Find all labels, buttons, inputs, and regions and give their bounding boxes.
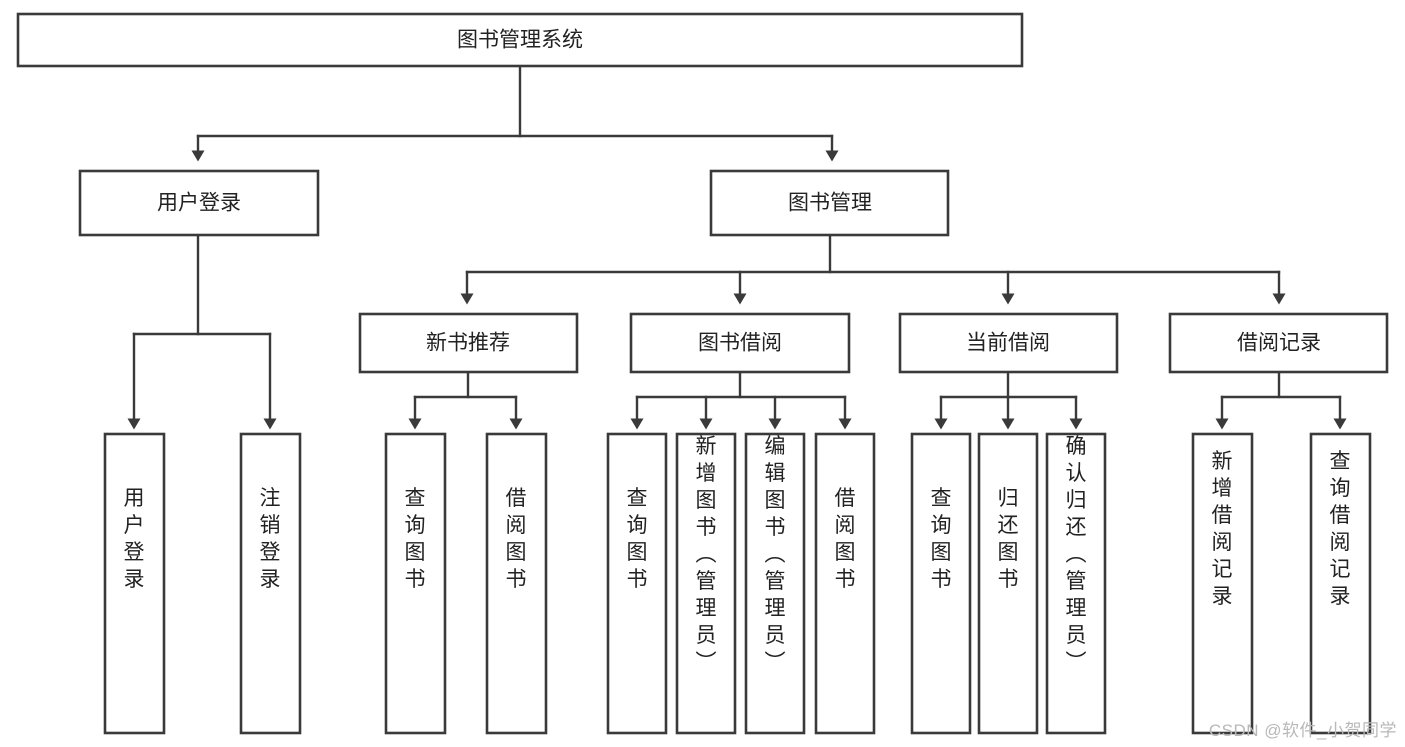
node-leaf-edit-book-admin-rect bbox=[744, 432, 806, 735]
node-leaf-user-login[interactable]: 用户登录 bbox=[103, 432, 166, 735]
node-leaf-edit-book-admin[interactable]: 编辑图书︵管理员︶ bbox=[744, 432, 806, 735]
node-leaf-query-book-a[interactable]: 查询图书 bbox=[384, 432, 447, 735]
node-user-login[interactable]: 用户登录 bbox=[78, 169, 320, 237]
node-leaf-confirm-return-admin-rect bbox=[1045, 432, 1107, 735]
node-leaf-query-book-c[interactable]: 查询图书 bbox=[910, 432, 972, 735]
node-leaf-return-book[interactable]: 归还图书 bbox=[977, 432, 1039, 735]
node-leaf-logout-rect bbox=[239, 432, 302, 735]
node-leaf-add-borrow-record-rect bbox=[1191, 432, 1254, 735]
node-book-management-label: 图书管理 bbox=[788, 192, 872, 215]
node-current-borrow-rect bbox=[898, 312, 1119, 374]
node-leaf-confirm-return-admin-label: 确认归还︵管理员︶ bbox=[1066, 435, 1087, 674]
node-leaf-query-book-b-rect bbox=[606, 432, 668, 735]
node-leaf-user-login-rect bbox=[103, 432, 166, 735]
node-leaf-query-book-a-rect bbox=[384, 432, 447, 735]
connector-group-root-to-level2 bbox=[191, 64, 839, 162]
node-leaf-add-book-admin-label: 新增图书︵管理员︶ bbox=[696, 435, 717, 674]
node-leaf-borrow-book-b-rect bbox=[814, 432, 876, 735]
node-book-borrow[interactable]: 图书借阅 bbox=[629, 312, 851, 374]
node-book-borrow-rect bbox=[629, 312, 851, 374]
connector-group-book-manage-to-level3 bbox=[460, 233, 1286, 305]
node-leaf-logout[interactable]: 注销登录 bbox=[239, 432, 302, 735]
node-leaf-query-book-b-label: 查询图书 bbox=[627, 487, 648, 591]
node-leaf-borrow-book-a[interactable]: 借阅图书 bbox=[485, 432, 548, 735]
node-leaf-borrow-book-b-label: 借阅图书 bbox=[835, 487, 856, 591]
node-leaf-query-book-a-label: 查询图书 bbox=[405, 487, 426, 591]
node-leaf-add-borrow-record-label: 新增借阅记录 bbox=[1212, 450, 1233, 608]
node-book-management-rect bbox=[709, 169, 950, 237]
node-borrow-record-rect bbox=[1168, 312, 1389, 374]
node-leaf-user-login-label: 用户登录 bbox=[124, 487, 145, 591]
node-leaf-return-book-rect bbox=[977, 432, 1039, 735]
connector-group-book-borrow-to-leaves bbox=[630, 370, 852, 430]
node-leaf-borrow-book-b[interactable]: 借阅图书 bbox=[814, 432, 876, 735]
node-book-borrow-label: 图书借阅 bbox=[698, 332, 782, 355]
node-leaf-logout-label: 注销登录 bbox=[260, 487, 281, 591]
node-current-borrow[interactable]: 当前借阅 bbox=[898, 312, 1119, 374]
node-new-book-recommend-label: 新书推荐 bbox=[426, 332, 510, 355]
node-leaf-borrow-book-a-label: 借阅图书 bbox=[506, 487, 527, 591]
node-root-book-management-system[interactable]: 图书管理系统 bbox=[16, 12, 1024, 68]
connector-group-borrow-record-to-leaves bbox=[1215, 370, 1347, 430]
node-leaf-edit-book-admin-label: 编辑图书︵管理员︶ bbox=[765, 435, 786, 674]
node-root-rect bbox=[16, 12, 1024, 68]
node-new-book-recommend-rect bbox=[358, 312, 579, 374]
node-leaf-add-borrow-record[interactable]: 新增借阅记录 bbox=[1191, 432, 1254, 735]
node-root-label: 图书管理系统 bbox=[457, 29, 583, 52]
node-leaf-add-book-admin-rect bbox=[675, 432, 737, 735]
node-new-book-recommend[interactable]: 新书推荐 bbox=[358, 312, 579, 374]
node-leaf-query-book-b[interactable]: 查询图书 bbox=[606, 432, 668, 735]
node-leaf-borrow-book-a-rect bbox=[485, 432, 548, 735]
connector-group-user-login-to-leaves bbox=[127, 233, 277, 430]
node-current-borrow-label: 当前借阅 bbox=[966, 332, 1050, 355]
node-leaf-query-borrow-record-label: 查询借阅记录 bbox=[1330, 450, 1351, 608]
node-borrow-record[interactable]: 借阅记录 bbox=[1168, 312, 1389, 374]
node-user-login-rect bbox=[78, 169, 320, 237]
node-leaf-confirm-return-admin[interactable]: 确认归还︵管理员︶ bbox=[1045, 432, 1107, 735]
node-leaf-query-book-c-rect bbox=[910, 432, 972, 735]
node-borrow-record-label: 借阅记录 bbox=[1237, 332, 1321, 355]
connector-group-current-borrow-to-leaves bbox=[934, 370, 1083, 430]
node-user-login-label: 用户登录 bbox=[157, 192, 241, 215]
connector-group-new-book-recommend-to-leaves bbox=[408, 370, 523, 430]
node-leaf-query-borrow-record-rect bbox=[1309, 432, 1372, 735]
node-leaf-query-book-c-label: 查询图书 bbox=[931, 487, 952, 591]
node-leaf-query-borrow-record[interactable]: 查询借阅记录 bbox=[1309, 432, 1372, 735]
node-leaf-return-book-label: 归还图书 bbox=[998, 487, 1019, 591]
node-book-management[interactable]: 图书管理 bbox=[709, 169, 950, 237]
node-leaf-add-book-admin[interactable]: 新增图书︵管理员︶ bbox=[675, 432, 737, 735]
